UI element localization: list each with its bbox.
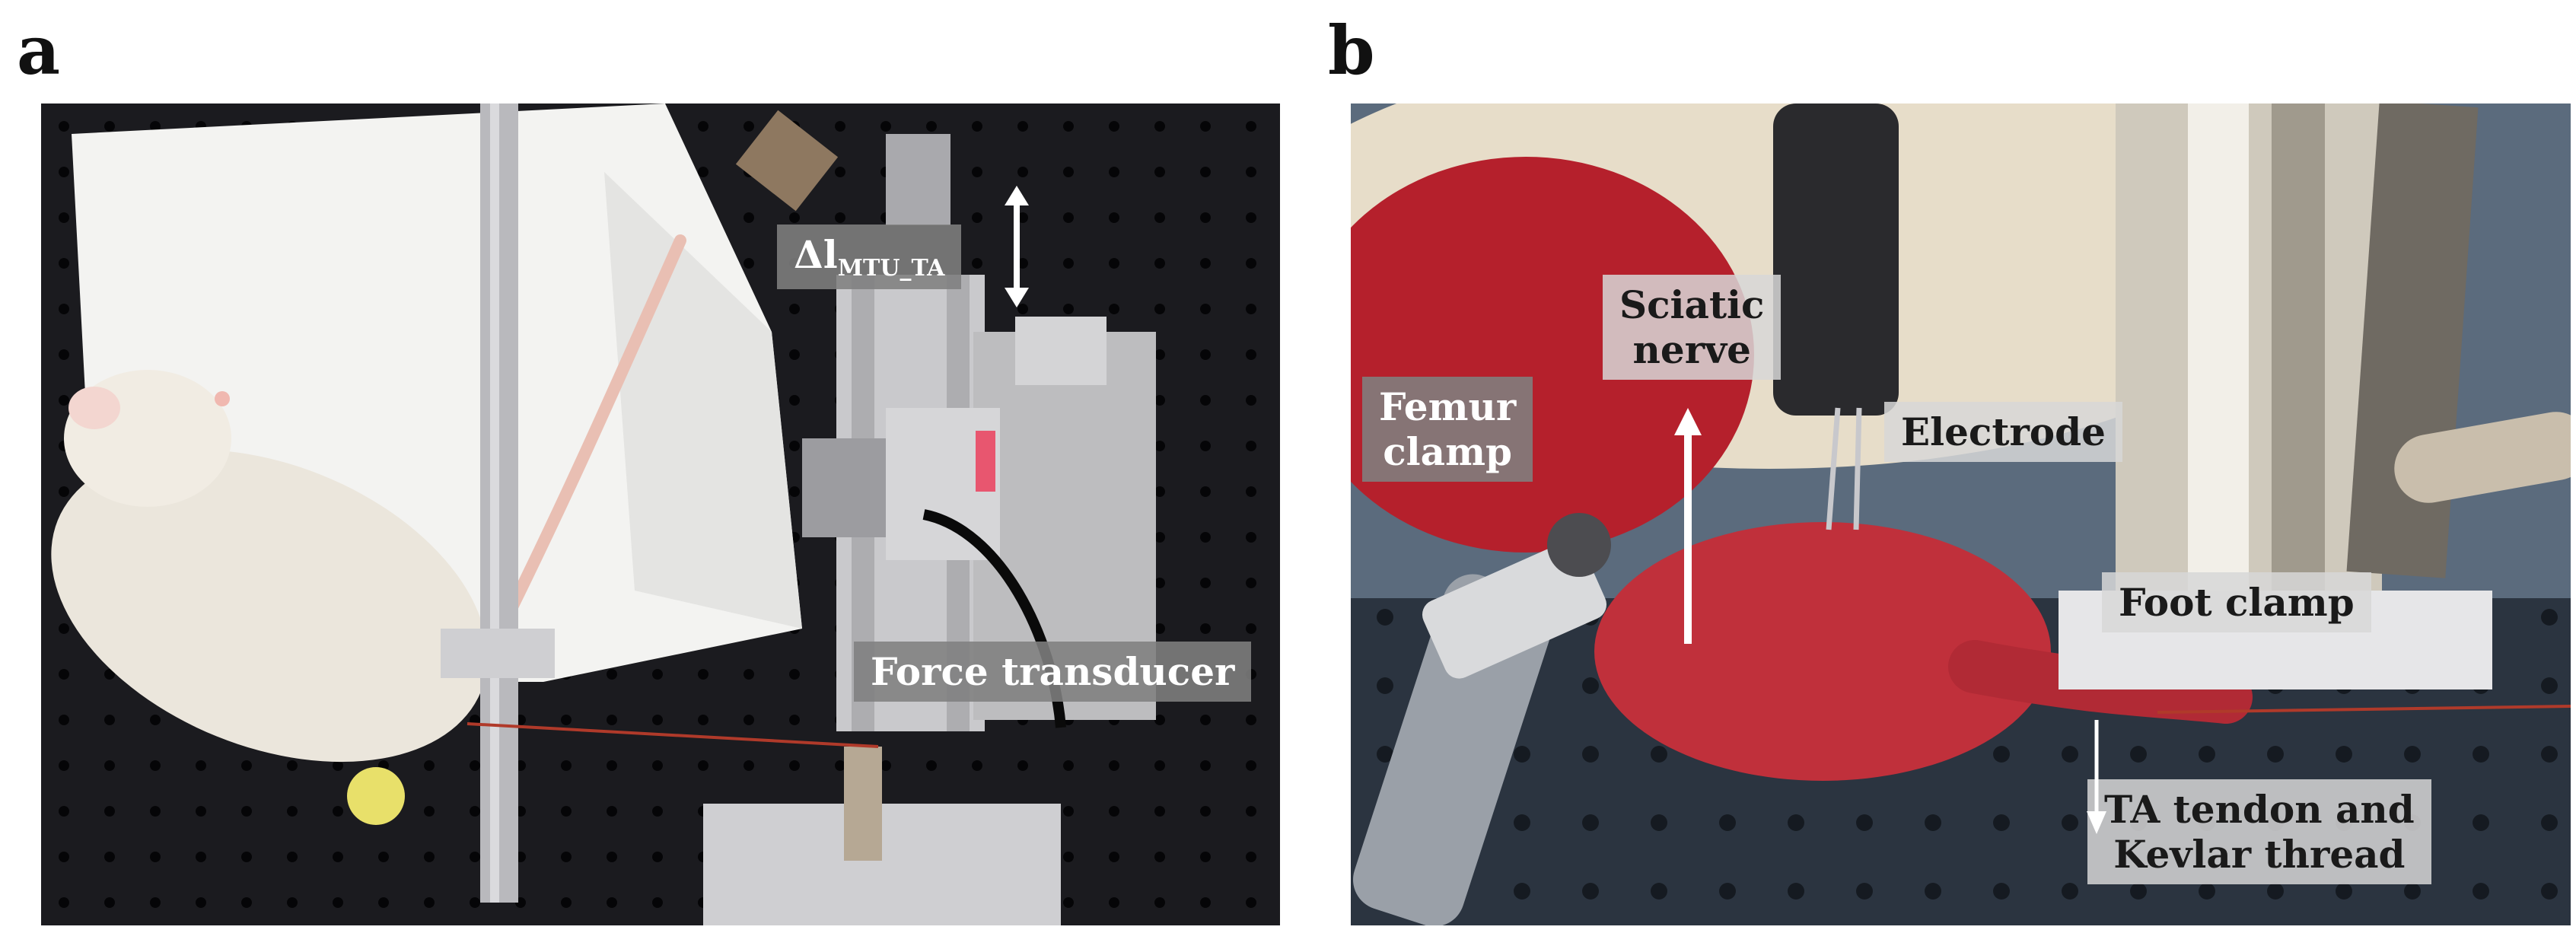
kevlar-thread-b <box>2157 705 2571 714</box>
rat-ear <box>68 387 120 429</box>
delta-length-label: ΔlMTU_TA <box>777 225 962 290</box>
delta-double-arrow-icon <box>1005 186 1029 307</box>
rat-tail <box>492 234 686 642</box>
electrode-label: Electrode <box>1884 402 2122 462</box>
delta-subscript: MTU_TA <box>837 255 945 282</box>
panel-letter-a: a <box>17 11 61 90</box>
photo-rat-setup: ΔlMTU_TA Force transducer <box>41 103 1280 925</box>
rat-body <box>51 449 488 763</box>
foot-clamp-label: Foot clamp <box>2102 572 2371 632</box>
rat-setup-illustration <box>41 103 1280 925</box>
ta-tendon-label: TA tendon and Kevlar thread <box>2087 779 2431 884</box>
yellow-tape <box>347 767 405 825</box>
ta-muscle <box>1594 522 2051 781</box>
ta-tendon-arrow-icon <box>2087 720 2106 834</box>
sciatic-nerve-arrow-icon <box>1674 408 1702 644</box>
electrode-wire-2 <box>1853 407 1862 530</box>
femur-rod <box>1352 574 1555 925</box>
electrode-wire-1 <box>1826 407 1841 530</box>
panel-letter-b: b <box>1328 11 1375 90</box>
bottom-spring <box>844 747 882 861</box>
tube <box>2394 412 2571 503</box>
sciatic-nerve-label: Sciatic nerve <box>1603 275 1782 380</box>
rod-clamp <box>441 629 555 678</box>
femur-clamp-label: Femur clamp <box>1362 377 1533 482</box>
delta-symbol: Δl <box>794 232 838 277</box>
photo-leg-closeup: Sciatic nerve Femur clamp Electrode Foot… <box>1351 103 2571 925</box>
femur-clamp-jaw <box>1422 540 1607 679</box>
transducer-tag <box>976 431 995 492</box>
electrode-handle <box>1773 103 1899 416</box>
force-transducer-label: Force transducer <box>854 642 1252 702</box>
kevlar-thread <box>466 722 879 748</box>
transducer-spring <box>802 438 886 537</box>
